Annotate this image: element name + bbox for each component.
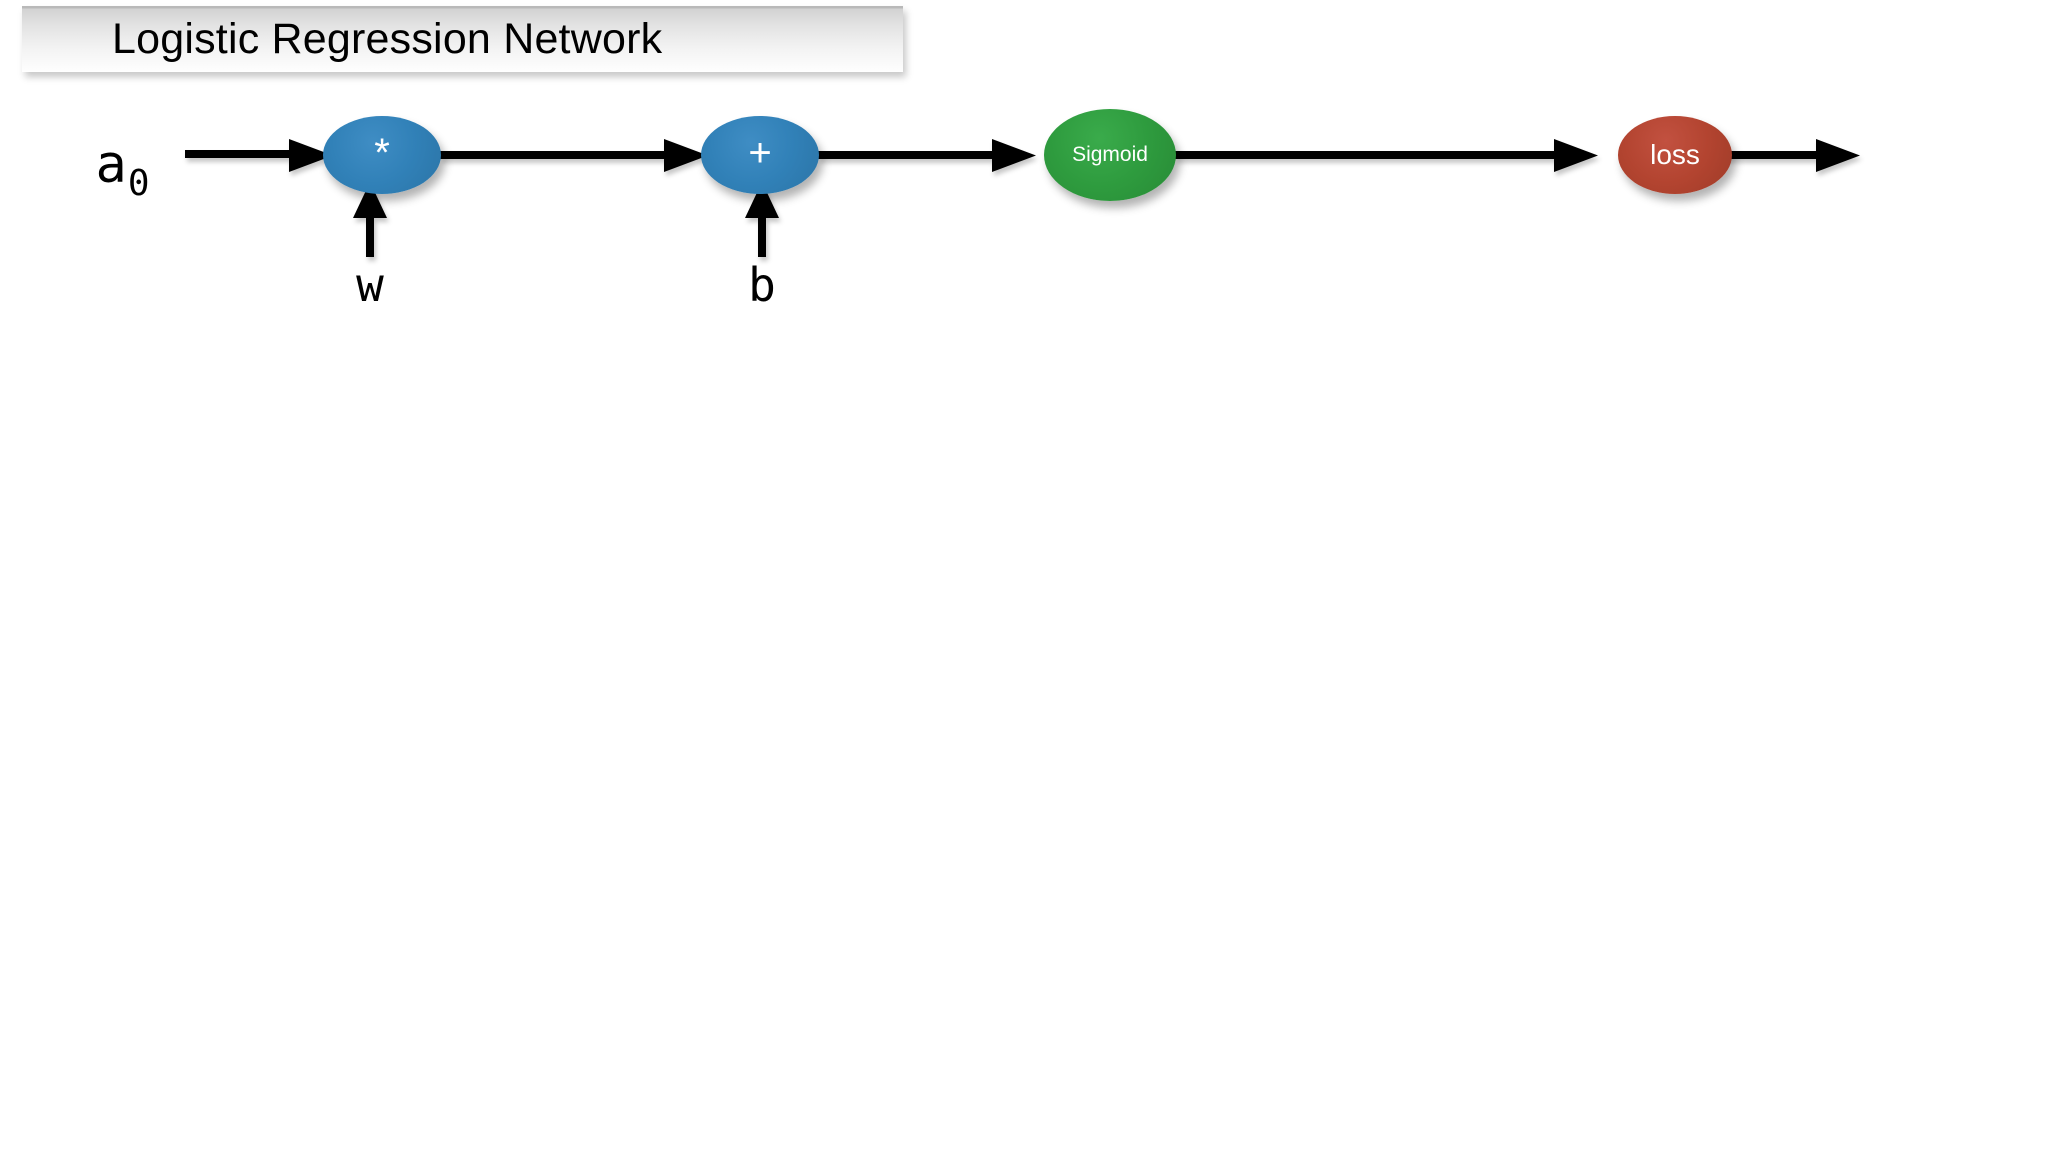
label-a0-base: a [95, 135, 127, 195]
node-multiply-label: * [374, 131, 390, 175]
node-add-label: + [748, 131, 772, 175]
node-sigmoid[interactable]: Sigmoid [1044, 109, 1176, 201]
edge-a0-to-mul [185, 139, 333, 172]
node-sigmoid-label: Sigmoid [1072, 143, 1148, 166]
label-b-base: b [748, 258, 776, 312]
edge-loss-to-output [1722, 139, 1860, 172]
page-title: Logistic Regression Network [112, 14, 663, 63]
label-input-a0: a0 [96, 139, 150, 202]
edge-add-to-sigmoid [818, 139, 1036, 172]
title-banner: Logistic Regression Network [22, 6, 903, 72]
node-add[interactable]: + [701, 116, 819, 194]
node-loss[interactable]: loss [1618, 116, 1732, 194]
node-loss-label: loss [1650, 139, 1700, 170]
node-multiply[interactable]: * [323, 116, 441, 194]
label-bias-b: b [748, 262, 776, 308]
label-a0-subscript: 0 [127, 163, 150, 204]
label-weight-w: w [356, 262, 384, 308]
edge-mul-to-add [440, 139, 708, 172]
label-w-base: w [356, 258, 384, 312]
edge-b-to-add [745, 182, 779, 257]
edge-sigmoid-to-loss [1175, 139, 1598, 172]
edge-w-to-mul [353, 182, 387, 257]
